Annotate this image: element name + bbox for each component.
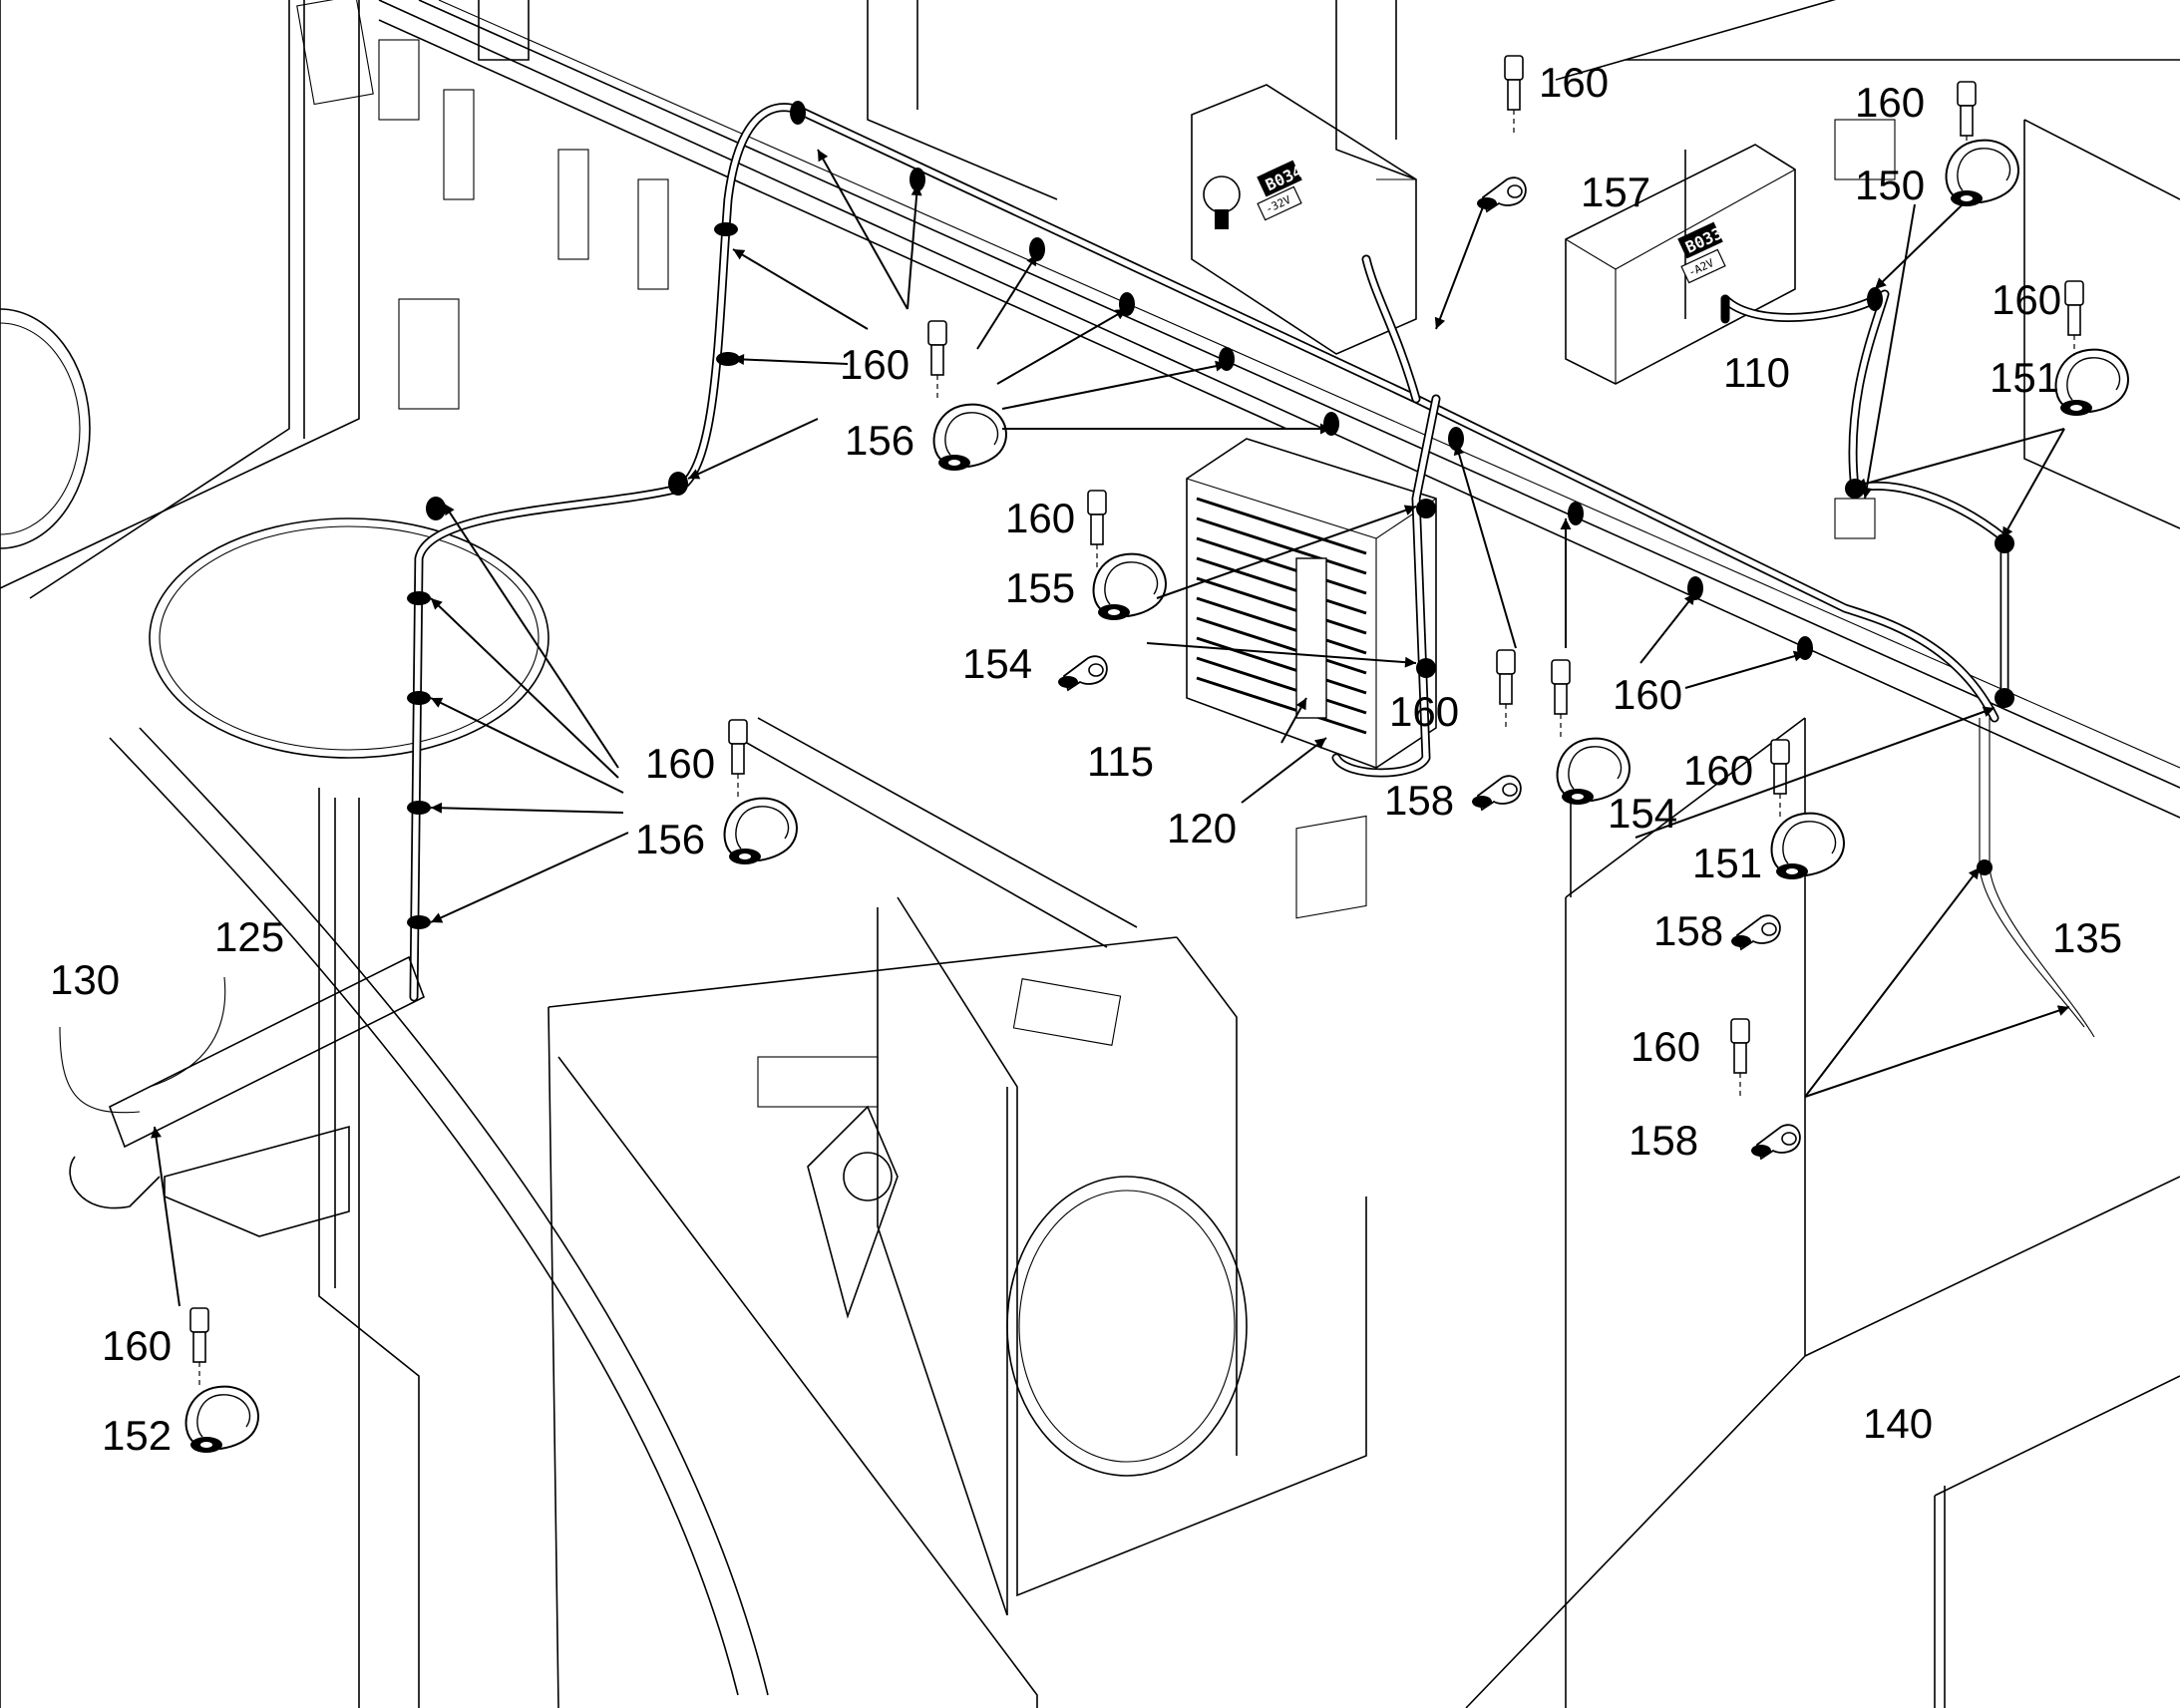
callout-156-lower: 156 bbox=[635, 816, 705, 862]
callout-151-lower: 151 bbox=[1692, 840, 1762, 886]
callout-154-right: 154 bbox=[1608, 790, 1677, 837]
electronic-module bbox=[1186, 438, 1437, 769]
callout-150: 150 bbox=[1855, 162, 1925, 208]
callout-160-module: 160 bbox=[1005, 495, 1075, 541]
callout-120: 120 bbox=[1167, 805, 1237, 852]
cable-harness bbox=[59, 103, 2095, 1237]
callout-156-upper: 156 bbox=[845, 417, 914, 464]
callout-160-right: 160 bbox=[1992, 276, 2061, 323]
leader-lines bbox=[151, 149, 2070, 1307]
callout-135: 135 bbox=[2052, 914, 2122, 961]
callout-labels: 160 157 160 150 160 151 110 160 156 160 … bbox=[50, 59, 2122, 1459]
callout-110: 110 bbox=[1723, 349, 1790, 396]
callout-160-harness: 160 bbox=[840, 341, 909, 388]
parts bbox=[184, 55, 2129, 1454]
callout-158-mid: 158 bbox=[1384, 777, 1454, 824]
callout-160-harness-right: 160 bbox=[1613, 671, 1682, 718]
callout-115: 115 bbox=[1087, 738, 1154, 785]
callout-158-bottom-right: 158 bbox=[1629, 1117, 1698, 1164]
callout-160-left: 160 bbox=[645, 740, 715, 787]
callout-158-right: 158 bbox=[1653, 907, 1723, 954]
callout-160-lower-right: 160 bbox=[1683, 747, 1753, 794]
callout-160-bottom-left: 160 bbox=[102, 1322, 172, 1369]
callout-140: 140 bbox=[1863, 1400, 1933, 1447]
callout-130: 130 bbox=[50, 956, 120, 1003]
callout-125: 125 bbox=[214, 913, 284, 960]
callout-152: 152 bbox=[102, 1412, 172, 1459]
callout-160-right-top: 160 bbox=[1855, 79, 1925, 126]
callout-157: 157 bbox=[1581, 169, 1650, 215]
callout-160-top: 160 bbox=[1539, 59, 1609, 106]
callout-154-left: 154 bbox=[962, 640, 1032, 687]
callout-160-bottom-right: 160 bbox=[1631, 1023, 1700, 1070]
callout-160-mid: 160 bbox=[1389, 688, 1459, 735]
callout-151-upper: 151 bbox=[1990, 354, 2059, 401]
callout-155: 155 bbox=[1005, 564, 1075, 611]
